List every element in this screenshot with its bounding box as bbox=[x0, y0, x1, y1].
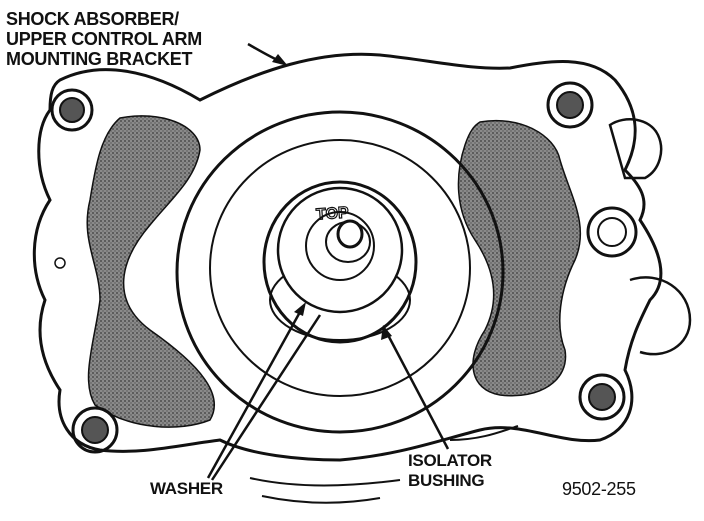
outer-ring bbox=[175, 110, 505, 434]
side-pin-right bbox=[586, 206, 638, 258]
bracket-leader-arrow bbox=[272, 54, 288, 66]
top-marking: TOP bbox=[316, 204, 350, 223]
mounting-bracket-outline bbox=[32, 52, 663, 462]
washer-leader-line-1 bbox=[206, 311, 302, 479]
washer-label: WASHER bbox=[150, 479, 223, 498]
right-pad bbox=[457, 119, 582, 397]
washer-leader-line-2 bbox=[210, 314, 322, 481]
isolator-label-line-2: BUSHING bbox=[408, 471, 485, 490]
isolator-leader-line bbox=[386, 334, 450, 450]
bracket-label: SHOCK ABSORBER/ UPPER CONTROL ARM MOUNTI… bbox=[6, 9, 202, 69]
isolator-label-line-1: ISOLATOR bbox=[408, 451, 492, 470]
mounting-hole-bottom-left bbox=[71, 406, 119, 454]
bottom-arc-1 bbox=[249, 477, 401, 487]
isolator-bushing-label: ISOLATOR BUSHING bbox=[408, 451, 492, 491]
bracket-label-line-3: MOUNTING BRACKET bbox=[6, 49, 193, 69]
isolator-leader-arrow bbox=[381, 325, 392, 340]
bracket-label-line-1: SHOCK ABSORBER/ bbox=[6, 9, 179, 29]
washer-leader-arrow-1 bbox=[294, 302, 306, 316]
bracket-label-line-2: UPPER CONTROL ARM bbox=[6, 29, 202, 49]
mounting-hole-top-left bbox=[50, 88, 94, 132]
side-lug bbox=[608, 118, 663, 180]
stud bbox=[336, 219, 364, 249]
bottom-arc-3 bbox=[449, 425, 519, 441]
figure-number: 9502-255 bbox=[562, 479, 636, 499]
mounting-hole-top-right bbox=[546, 81, 594, 129]
middle-ring bbox=[209, 139, 471, 397]
bottom-arc-2 bbox=[261, 495, 381, 504]
side-hole-left bbox=[54, 257, 66, 269]
side-boss bbox=[629, 276, 692, 356]
left-pad bbox=[86, 115, 215, 428]
washer-inner bbox=[305, 211, 375, 281]
mounting-hole-bottom-right bbox=[578, 373, 626, 421]
